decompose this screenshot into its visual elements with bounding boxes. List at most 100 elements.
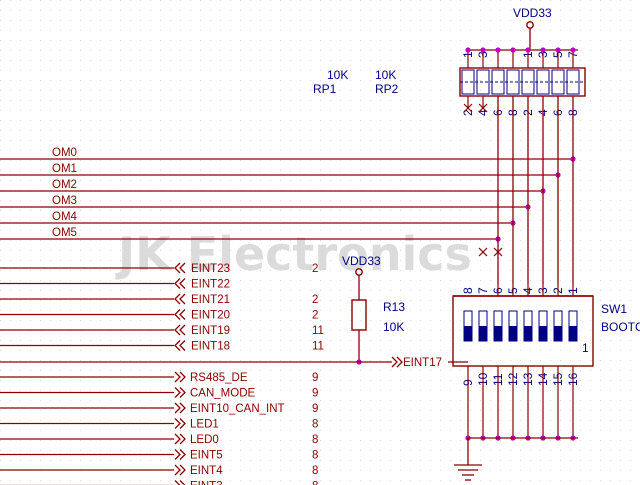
sw1-top-pin-label: 7 — [476, 287, 490, 294]
rp1-ref: RP1 — [313, 82, 337, 96]
port-arrow — [174, 324, 181, 336]
lower-port-label: EINT10_CAN_INT — [190, 403, 285, 415]
om-net-label: OM1 — [52, 163, 77, 175]
eint-port-label: EINT23 — [191, 263, 230, 275]
junction-dot — [510, 47, 516, 53]
junction-dot — [480, 47, 486, 53]
resistor-element — [521, 69, 535, 95]
port-arrow — [179, 464, 186, 476]
port-arrow — [174, 278, 181, 289]
sw1-top-pin-label: 8 — [461, 287, 475, 294]
port-arrow — [174, 371, 181, 383]
port-arrow — [174, 464, 181, 476]
r13-resistor: VDD33 R13 10K — [342, 254, 405, 365]
port-arrow — [174, 402, 181, 414]
sw1-pin-one: 1 — [582, 341, 589, 355]
rp-to-switch-wires — [497, 96, 574, 284]
eint-port-ref: 2 — [312, 263, 318, 275]
resistor-element — [461, 69, 475, 95]
lower-port-ref: 8 — [312, 434, 318, 446]
port-arrow — [179, 340, 186, 351]
lower-port-ref: 9 — [312, 403, 318, 415]
port-arrow — [179, 433, 186, 445]
eint-port-ref: 11 — [312, 325, 324, 337]
rp-bottom-pin-label: 2 — [461, 109, 475, 116]
lower-port-label: RS485_DE — [190, 372, 248, 384]
junction-dot — [540, 47, 546, 53]
port-arrow — [174, 293, 181, 305]
om-net-label: OM4 — [52, 211, 78, 223]
port-arrow — [174, 340, 181, 351]
resistor-element — [506, 69, 520, 95]
port-arrow — [179, 449, 186, 460]
sw1-ref: SW1 — [601, 302, 627, 316]
lower-port-label: CAN_MODE — [190, 388, 256, 400]
port-arrow — [179, 293, 186, 305]
junction-dot — [525, 47, 531, 53]
no-connect-mark — [478, 247, 488, 257]
watermark: JK Electronics — [115, 227, 472, 281]
port-arrow — [179, 278, 186, 289]
resistor-element — [551, 69, 565, 95]
port-arrow — [174, 418, 181, 429]
port-arrow — [174, 449, 181, 460]
eint-port-ref: 11 — [312, 341, 324, 353]
rp1-value: 10K — [327, 68, 348, 82]
port-arrow — [179, 309, 186, 320]
no-connect-mark — [463, 103, 473, 113]
port-arrow — [179, 402, 186, 414]
switch-actuator — [494, 326, 502, 341]
lower-port-ref: 8 — [312, 450, 318, 462]
junction-dot — [570, 47, 576, 53]
port-arrow — [179, 324, 186, 336]
junction-dot — [465, 47, 471, 53]
switch-actuator — [569, 326, 577, 341]
eint-port-ref: 2 — [312, 294, 318, 306]
port-arrow — [179, 387, 186, 398]
r13-ref: R13 — [383, 300, 405, 314]
resistor-element — [476, 69, 490, 95]
lower-port-label: EINT5 — [190, 450, 223, 462]
port-arrow — [179, 418, 186, 429]
switch-actuator — [509, 326, 517, 341]
switch-actuator — [479, 326, 487, 341]
port-arrow — [179, 480, 186, 485]
eint-port-label: EINT20 — [191, 310, 230, 322]
r13-value: 10K — [383, 320, 404, 334]
no-connect-mark — [478, 103, 488, 113]
switch-actuator — [539, 326, 547, 341]
resistor-pack-cells — [461, 69, 580, 95]
switch-actuator — [524, 326, 532, 341]
lower-port-label: LED0 — [190, 434, 219, 446]
lower-port-label: EINT3 — [190, 481, 223, 485]
eint-port-label: EINT18 — [191, 341, 230, 353]
port-arrow — [174, 480, 181, 485]
port-arrow — [179, 262, 186, 274]
lower-port-ref: 8 — [312, 419, 318, 431]
om-net-label: OM2 — [52, 179, 77, 191]
eint-port-label: EINT21 — [191, 294, 230, 306]
resistor-element — [566, 69, 580, 95]
eint17-net: EINT17 — [0, 356, 468, 369]
om-net-label: OM3 — [52, 195, 77, 207]
resistor-element — [491, 69, 505, 95]
port-arrow — [174, 309, 181, 320]
ground-symbol — [454, 437, 578, 481]
rp2-ref: RP2 — [375, 82, 399, 96]
lower-port-label: LED1 — [190, 419, 219, 431]
junction-dot — [555, 47, 561, 53]
switch-actuator — [554, 326, 562, 341]
no-connect-mark — [493, 247, 503, 257]
vdd-top-label: VDD33 — [513, 6, 552, 20]
port-arrow — [174, 433, 181, 445]
port-arrow — [179, 371, 186, 383]
sw1-slots — [463, 310, 578, 342]
sw1-value: BOOTC — [601, 320, 640, 334]
